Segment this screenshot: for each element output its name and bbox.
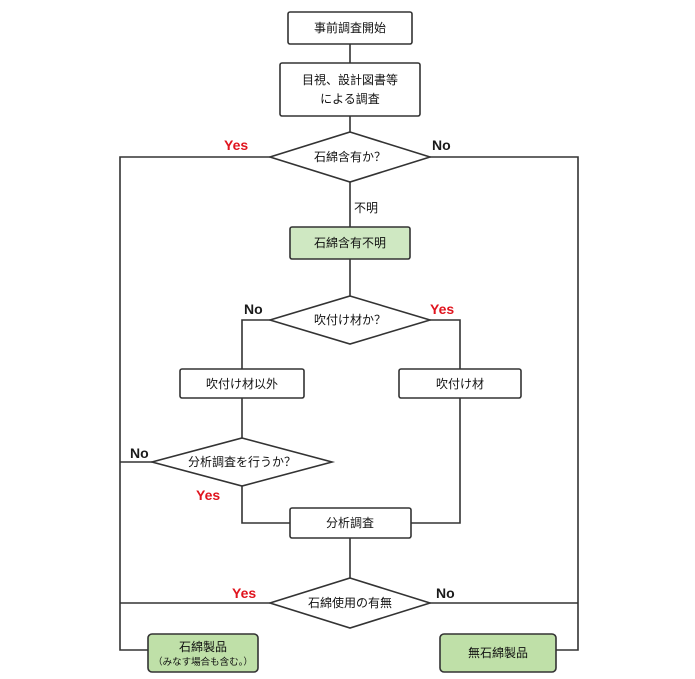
asbestos-product-box: 石綿製品 （みなす場合も含む。） bbox=[147, 633, 259, 673]
asbestos-product-note: （みなす場合も含む。） bbox=[153, 656, 253, 668]
sprayed-box: 吹付け材 bbox=[398, 368, 522, 399]
not-sprayed-label: 吹付け材以外 bbox=[206, 377, 278, 391]
visual-survey-box: 目視、設計図書等 による調査 bbox=[279, 62, 421, 117]
no-label-analysis: No bbox=[130, 445, 149, 461]
decision-asbestos-use: 石綿使用の有無 bbox=[267, 577, 433, 629]
asbestos-unknown-label: 石綿含有不明 bbox=[314, 235, 386, 250]
decision-analysis: 分析調査を行うか？ bbox=[148, 437, 336, 487]
asbestos-unknown-box: 石綿含有不明 bbox=[289, 226, 411, 260]
no-asbestos-product-label: 無石綿製品 bbox=[468, 645, 528, 660]
decision-sprayed: 吹付け材か？ bbox=[267, 295, 433, 345]
analysis-box: 分析調査 bbox=[289, 507, 412, 539]
visual-survey-label-line1: 目視、設計図書等 bbox=[302, 72, 398, 87]
no-label-use: No bbox=[436, 585, 455, 601]
asbestos-product-label: 石綿製品 bbox=[179, 640, 227, 654]
yes-label-sprayed: Yes bbox=[430, 301, 454, 317]
unknown-edge-label: 不明 bbox=[354, 201, 378, 215]
yes-label-use: Yes bbox=[232, 585, 256, 601]
not-sprayed-box: 吹付け材以外 bbox=[179, 368, 305, 399]
no-label-sprayed: No bbox=[244, 301, 263, 317]
no-label-asbestos: No bbox=[432, 137, 451, 153]
start-label: 事前調査開始 bbox=[314, 20, 386, 35]
decision-sprayed-label: 吹付け材か？ bbox=[314, 313, 386, 327]
no-asbestos-product-box: 無石綿製品 bbox=[439, 633, 557, 673]
yes-label-asbestos: Yes bbox=[224, 137, 248, 153]
start-box: 事前調査開始 bbox=[287, 11, 413, 45]
decision-asbestos-contained: 石綿含有か？ bbox=[267, 131, 433, 183]
sprayed-label: 吹付け材 bbox=[436, 377, 484, 391]
decision-analysis-label: 分析調査を行うか？ bbox=[188, 455, 296, 469]
connectors bbox=[119, 44, 579, 651]
yes-label-analysis: Yes bbox=[196, 487, 220, 503]
analysis-label: 分析調査 bbox=[326, 516, 374, 530]
decision-asbestos-label: 石綿含有か？ bbox=[314, 149, 386, 164]
visual-survey-label-line2: による調査 bbox=[320, 92, 380, 106]
decision-use-label: 石綿使用の有無 bbox=[308, 595, 392, 610]
